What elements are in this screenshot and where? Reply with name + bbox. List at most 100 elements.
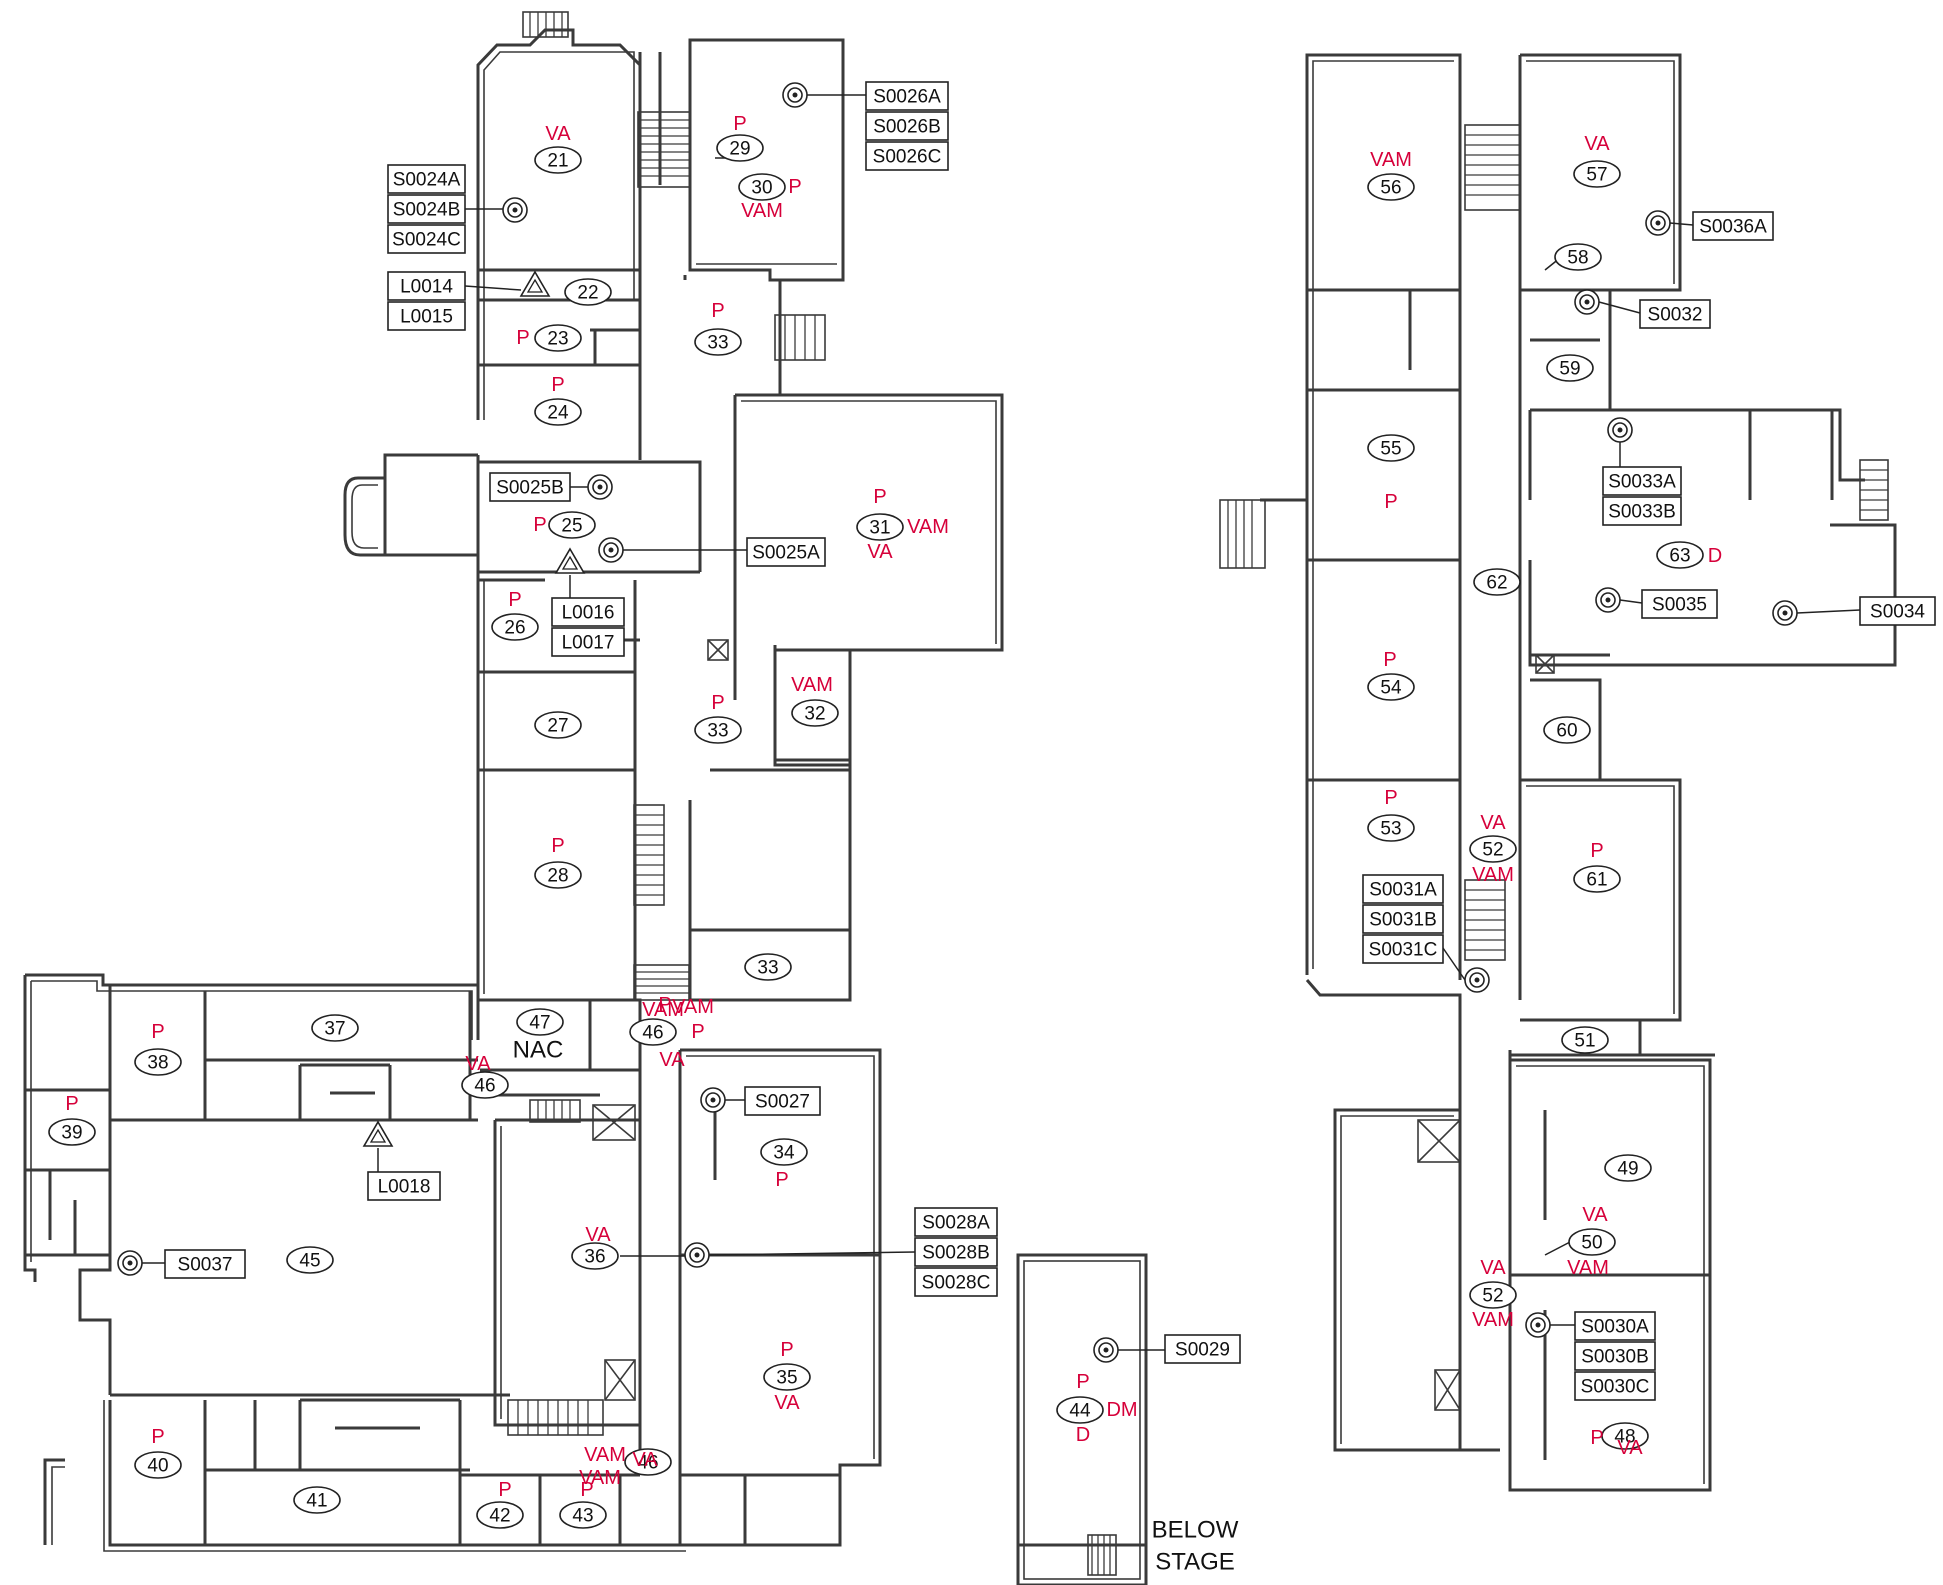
room-number-text: 39 <box>61 1123 82 1144</box>
room-code-label: VAM <box>642 999 684 1021</box>
room-number-text: 50 <box>1581 1233 1602 1254</box>
room-number-text: 46 <box>637 1453 658 1474</box>
device-tag-l0018: L0018 <box>367 1171 441 1201</box>
room-number-32: 32 <box>791 699 839 727</box>
room-code-label: P <box>780 1339 793 1361</box>
room-code-label: VAM <box>1567 1257 1609 1279</box>
room-code-label: P <box>775 1169 788 1191</box>
device-tag-s0025a: S0025A <box>746 537 826 567</box>
room-number-59: 59 <box>1546 354 1594 382</box>
room-number-38: 38 <box>134 1048 182 1076</box>
device-tag-text: S0026C <box>873 147 942 168</box>
room-number-61: 61 <box>1573 865 1621 893</box>
device-tag-text: S0031A <box>1369 880 1437 901</box>
room-labels: 2122232425262728293031323333333435363738… <box>48 134 1704 1529</box>
device-tag-s0024b: S0024B <box>387 194 466 224</box>
room-number-text: 61 <box>1586 870 1607 891</box>
device-tag-text: S0024B <box>393 200 461 221</box>
room-number-text: 37 <box>324 1019 345 1040</box>
room-number-52: 52 <box>1469 835 1517 863</box>
room-number-text: 27 <box>547 716 568 737</box>
room-number-text: 29 <box>729 139 750 160</box>
device-tag-s0030a: S0030A <box>1574 1311 1656 1341</box>
device-tag-l0014: L0014 <box>387 271 466 301</box>
smoke-detector-icon <box>684 1242 710 1268</box>
device-tag-text: S0027 <box>755 1092 810 1113</box>
device-tag-s0036a: S0036A <box>1692 211 1774 241</box>
room-number-text: 52 <box>1482 840 1503 861</box>
device-tag-text: L0015 <box>400 307 453 328</box>
elevator-shaft-icon <box>604 1359 636 1401</box>
room-code-label: P <box>733 113 746 135</box>
room-number-42: 42 <box>476 1501 524 1529</box>
room-code-label: VAM <box>1472 1309 1514 1331</box>
device-tag-s0028c: S0028C <box>914 1267 998 1297</box>
device-tag-text: S0026B <box>873 117 941 138</box>
room-number-text: 23 <box>547 329 568 350</box>
room-number-41: 41 <box>293 1486 341 1514</box>
room-code-label: VA <box>465 1053 491 1075</box>
stair-icon <box>522 11 569 38</box>
smoke-detector-icon <box>1464 967 1490 993</box>
elevator-shaft-icon <box>707 639 729 661</box>
room-number-30: 30 <box>738 173 786 201</box>
room-number-36: 36 <box>571 1242 619 1270</box>
smoke-detector-icon <box>117 1250 143 1276</box>
room-number-text: 38 <box>147 1053 168 1074</box>
room-number-text: 33 <box>757 958 778 979</box>
room-number-27: 27 <box>534 711 582 739</box>
device-tag-text: S0037 <box>178 1255 233 1276</box>
room-code-label: D <box>1708 545 1722 567</box>
room-number-37: 37 <box>311 1014 359 1042</box>
room-number-39: 39 <box>48 1118 96 1146</box>
smoke-detector-icon <box>502 197 528 223</box>
stair-icon <box>633 804 665 906</box>
device-tag-text: S0030A <box>1581 1317 1649 1338</box>
room-number-text: 32 <box>804 704 825 725</box>
stair-icon <box>507 1399 604 1436</box>
room-number-text: 47 <box>529 1013 550 1034</box>
room-code-label: P <box>1590 840 1603 862</box>
room-number-text: 43 <box>572 1506 593 1527</box>
room-number-62: 62 <box>1473 568 1521 596</box>
room-code-label: VAM <box>579 1467 621 1489</box>
smoke-detector-icon <box>598 537 624 563</box>
room-number-text: 41 <box>306 1491 327 1512</box>
room-code-label: P <box>1076 1371 1089 1393</box>
below-stage-room <box>1016 1253 1148 1585</box>
smoke-detector-icon <box>700 1087 726 1113</box>
room-number-23: 23 <box>534 324 582 352</box>
room-code-label: P <box>533 514 546 536</box>
room-number-text: 26 <box>504 618 525 639</box>
room-code-label: VAM <box>584 1444 626 1466</box>
device-tag-s0037: S0037 <box>164 1249 246 1279</box>
room-code-label: VA <box>1617 1437 1643 1459</box>
room-number-text: 34 <box>773 1143 795 1164</box>
room-number-24: 24 <box>534 398 582 426</box>
smoke-detector-icon <box>1607 417 1633 443</box>
device-tag-s0028b: S0028B <box>914 1237 998 1267</box>
room-code-label: VA <box>867 541 893 563</box>
below-stage-label-line1: BELOW <box>1152 1517 1239 1544</box>
room-number-58: 58 <box>1554 243 1602 271</box>
room-code-label: P <box>551 374 564 396</box>
room-code-label: P <box>551 835 564 857</box>
room-code-label: VAM <box>741 200 783 222</box>
room-code-label: VAM <box>1472 864 1514 886</box>
device-tag-s0035: S0035 <box>1641 589 1718 619</box>
device-tag-s0029: S0029 <box>1164 1334 1241 1364</box>
room-number-33: 33 <box>744 953 792 981</box>
device-tag-s0033a: S0033A <box>1602 466 1682 496</box>
room-number-text: 31 <box>869 518 890 539</box>
stair-icon <box>1219 499 1266 569</box>
left-building-walls <box>23 28 1004 1552</box>
room-number-33: 33 <box>694 328 742 356</box>
room-number-47: 47 <box>516 1008 564 1036</box>
room-code-label: P <box>1383 649 1396 671</box>
devices <box>117 82 1798 1363</box>
room-number-text: 59 <box>1559 359 1580 380</box>
room-code-label: VAM <box>907 516 949 538</box>
room-number-33: 33 <box>694 716 742 744</box>
